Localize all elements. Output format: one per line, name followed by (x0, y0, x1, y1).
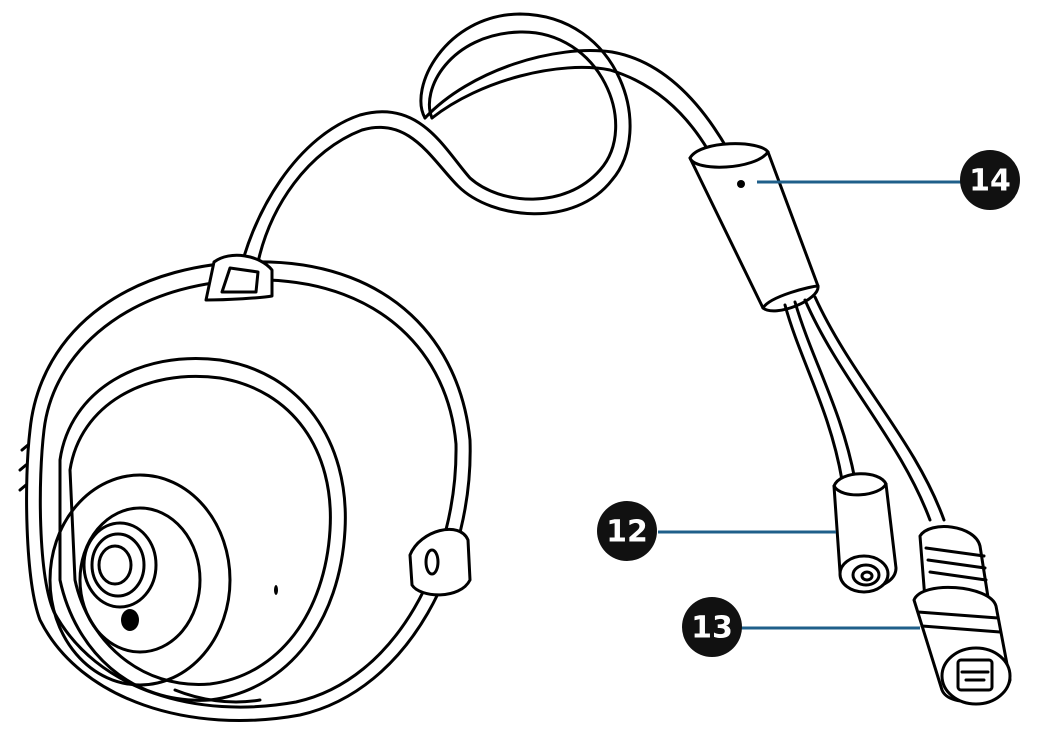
cable-junction-sleeve (688, 142, 820, 313)
callout-13: 13 (682, 597, 742, 657)
main-cable (234, 12, 730, 292)
callout-badge (597, 501, 657, 561)
split-cables (783, 295, 946, 522)
callout-label-14: 14 (969, 164, 1011, 199)
callout-14: 14 (960, 150, 1020, 210)
callout-label-13: 13 (691, 611, 733, 646)
callout-badge (682, 597, 742, 657)
callout-badge (960, 150, 1020, 210)
callout-12: 12 (597, 501, 657, 561)
dome-camera (18, 253, 472, 722)
power-connector (832, 472, 898, 594)
ethernet-connector (912, 525, 1012, 706)
leader-lines (658, 180, 962, 630)
callout-label-12: 12 (606, 515, 648, 550)
